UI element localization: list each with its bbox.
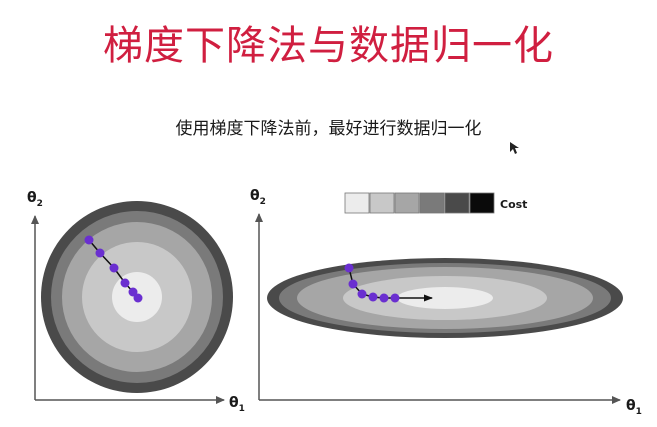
legend-swatch — [469, 192, 495, 214]
right-plot: Cost θ2 θ1 — [250, 188, 642, 417]
slide-subtitle: 使用梯度下降法前，最好进行数据归一化 — [175, 119, 482, 139]
legend-swatch — [419, 192, 445, 214]
mouse-cursor-icon — [510, 142, 519, 154]
left-descent-path — [84, 235, 143, 303]
legend-swatch — [344, 192, 370, 214]
left-path-point — [128, 287, 138, 297]
right-path-point — [348, 279, 358, 289]
legend-swatch — [369, 192, 395, 214]
right-contour-5 — [397, 287, 493, 309]
right-path-point — [344, 263, 354, 273]
legend-swatch — [444, 192, 470, 214]
right-x-axis-label: θ1 — [626, 398, 642, 417]
left-path-point — [133, 293, 143, 303]
right-path-point — [368, 292, 378, 302]
right-path-point — [390, 293, 400, 303]
right-descent-path — [344, 263, 433, 303]
left-path-point — [95, 248, 105, 258]
right-path-point — [357, 289, 367, 299]
left-path-point — [109, 263, 119, 273]
legend-swatch — [394, 192, 420, 214]
left-x-axis-label: θ1 — [229, 395, 245, 414]
slide-title: 梯度下降法与数据归一化 — [103, 23, 554, 69]
right-path-point — [379, 293, 389, 303]
left-plot: θ2 θ1 — [27, 190, 245, 414]
cost-legend: Cost — [344, 192, 527, 214]
left-path-point — [84, 235, 94, 245]
left-path-point — [120, 278, 130, 288]
left-y-axis-label: θ2 — [27, 190, 43, 209]
right-y-axis-label: θ2 — [250, 188, 266, 207]
legend-label: Cost — [500, 198, 527, 211]
right-contours — [267, 258, 623, 338]
